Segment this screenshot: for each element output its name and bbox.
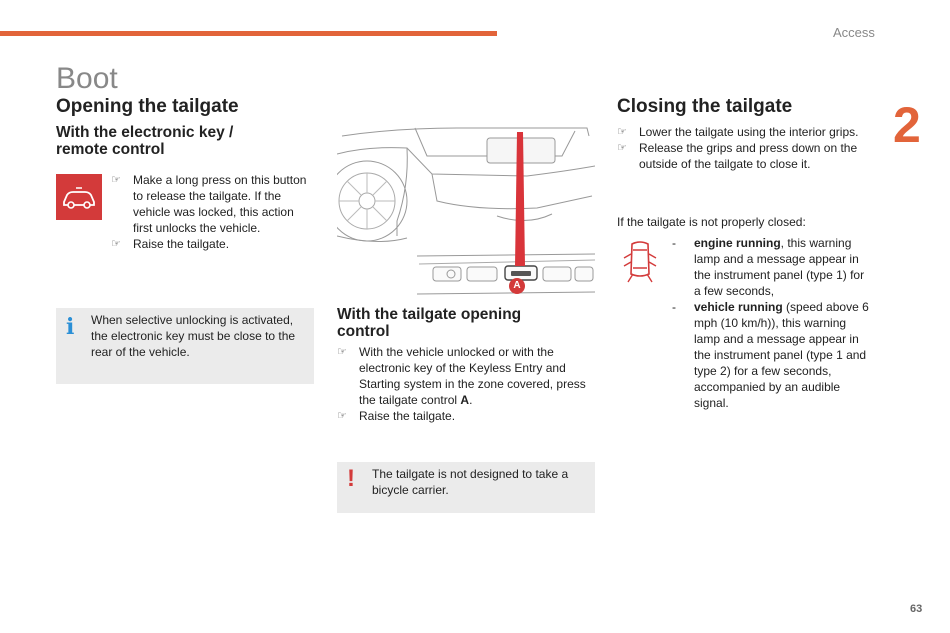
chapter-number: 2 bbox=[893, 97, 921, 153]
hand-pointer-icon: ☞ bbox=[111, 238, 121, 250]
hand-pointer-icon: ☞ bbox=[337, 410, 347, 422]
electronic-key-subtitle: With the electronic key / remote control bbox=[56, 124, 234, 158]
list-item: -engine running, this warning lamp and a… bbox=[672, 236, 865, 298]
opening-title: Opening the tailgate bbox=[56, 96, 239, 117]
header-accent-bar bbox=[0, 31, 497, 36]
info-note-box: i When selective unlocking is activated,… bbox=[56, 308, 314, 384]
hand-pointer-icon: ☞ bbox=[337, 346, 347, 358]
exclamation-icon: ! bbox=[347, 465, 355, 492]
page-number: 63 bbox=[910, 603, 923, 615]
electronic-key-steps: ☞Make a long press on this button to rel… bbox=[111, 172, 316, 252]
list-item: -vehicle running (speed above 6 mph (10 … bbox=[672, 300, 869, 410]
info-note-text: When selective unlocking is activated, t… bbox=[91, 313, 296, 359]
list-item: ☞Make a long press on this button to rel… bbox=[111, 173, 307, 235]
open-door-warning-icon bbox=[620, 238, 660, 284]
tailgate-control-subtitle: With the tailgate opening control bbox=[337, 306, 522, 340]
closing-title: Closing the tailgate bbox=[617, 96, 793, 117]
info-icon: i bbox=[66, 314, 75, 340]
list-item: ☞Lower the tailgate using the interior g… bbox=[617, 125, 859, 139]
hand-pointer-icon: ☞ bbox=[617, 126, 627, 138]
tailgate-control-steps: ☞With the vehicle unlocked or with the e… bbox=[337, 344, 595, 424]
list-item: ☞Raise the tailgate. bbox=[337, 409, 456, 423]
warning-note-box: ! The tailgate is not designed to take a… bbox=[337, 462, 595, 513]
section-label: Access bbox=[833, 25, 875, 40]
car-key-icon bbox=[56, 174, 102, 220]
closing-steps: ☞Lower the tailgate using the interior g… bbox=[617, 124, 872, 172]
hand-pointer-icon: ☞ bbox=[111, 174, 121, 186]
not-closed-cases: -engine running, this warning lamp and a… bbox=[672, 235, 872, 411]
list-item: ☞Raise the tailgate. bbox=[111, 237, 230, 251]
list-item: ☞Release the grips and press down on the… bbox=[617, 141, 858, 171]
hand-pointer-icon: ☞ bbox=[617, 142, 627, 154]
not-closed-intro: If the tailgate is not properly closed: bbox=[617, 215, 806, 229]
page-title: Boot bbox=[56, 62, 118, 95]
callout-a-badge: A bbox=[509, 278, 525, 294]
tailgate-illustration: A bbox=[326, 126, 596, 301]
warning-note-text: The tailgate is not designed to take a b… bbox=[372, 467, 569, 497]
list-item: ☞With the vehicle unlocked or with the e… bbox=[337, 345, 586, 407]
